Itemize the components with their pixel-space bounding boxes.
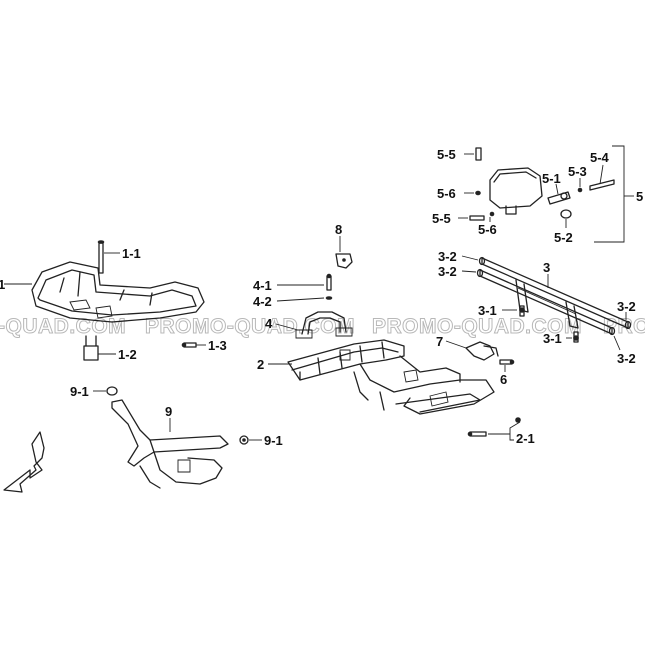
label-3-1-b: 3-1 bbox=[543, 331, 562, 346]
label-5-5-upper: 5-5 bbox=[437, 147, 456, 162]
label-5-5-lower: 5-5 bbox=[432, 211, 451, 226]
label-9: 9 bbox=[165, 404, 172, 419]
label-4-1: 4-1 bbox=[253, 278, 272, 293]
label-6: 6 bbox=[500, 372, 507, 387]
label-3-2-d: 3-2 bbox=[617, 351, 636, 366]
label-1: 1 bbox=[0, 277, 5, 292]
leader-3-2-b bbox=[461, 270, 477, 273]
label-9-1-upper: 9-1 bbox=[70, 384, 89, 399]
label-5: 5 bbox=[636, 189, 643, 204]
bolt-part-6 bbox=[499, 359, 515, 365]
group-bracket-5 bbox=[594, 145, 625, 243]
pin-part-5-4 bbox=[589, 179, 615, 191]
label-9-1-lower: 9-1 bbox=[264, 433, 283, 448]
front-bumper-part-9 bbox=[111, 399, 229, 489]
bolt-part-1-1 bbox=[97, 240, 105, 274]
bracket-part-7 bbox=[465, 341, 499, 361]
label-2: 2 bbox=[257, 357, 264, 372]
handle-part-4 bbox=[295, 311, 353, 339]
label-3-1-a: 3-1 bbox=[478, 303, 497, 318]
front-carrier-part-1 bbox=[31, 261, 205, 323]
bolt-part-3-1-a bbox=[519, 305, 525, 317]
bolt-part-4-1 bbox=[326, 273, 332, 291]
front-direction-arrow-icon bbox=[3, 431, 45, 493]
watermark-left: -QUAD.COM bbox=[0, 315, 126, 338]
hook-part-8 bbox=[335, 253, 353, 269]
bolt-part-2-1 bbox=[467, 417, 521, 437]
label-4: 4 bbox=[265, 316, 273, 331]
backrest-part-5 bbox=[489, 167, 543, 215]
leader-7 bbox=[445, 340, 467, 349]
bolt-part-3-1-b bbox=[573, 331, 579, 343]
washer-part-4-2 bbox=[325, 296, 333, 300]
leader-4 bbox=[275, 323, 299, 331]
leader-3-2-d bbox=[613, 335, 621, 351]
rear-carrier-part-2 bbox=[287, 339, 495, 415]
leader-5-1 bbox=[555, 183, 559, 195]
watermark-right: PROMO-QUAD.COM bbox=[372, 315, 582, 338]
label-7: 7 bbox=[436, 334, 443, 349]
leader-3-2-a bbox=[461, 255, 479, 261]
label-8: 8 bbox=[335, 222, 342, 237]
label-5-4: 5-4 bbox=[590, 150, 610, 165]
spacer-part-5-2 bbox=[560, 209, 572, 219]
label-5-6-upper: 5-6 bbox=[437, 186, 456, 201]
label-5-1: 5-1 bbox=[542, 171, 561, 186]
label-3-2-c: 3-2 bbox=[617, 299, 636, 314]
rear-rails-part-3 bbox=[476, 256, 632, 336]
bolt-part-5-5-lower bbox=[469, 211, 495, 221]
label-3: 3 bbox=[543, 260, 550, 275]
bolt-part-1-3 bbox=[181, 342, 197, 348]
label-5-2: 5-2 bbox=[554, 230, 573, 245]
cap-part-9-1-upper bbox=[106, 386, 118, 396]
label-3-2-a: 3-2 bbox=[438, 249, 457, 264]
label-1-3: 1-3 bbox=[208, 338, 227, 353]
leader-2-1 bbox=[488, 421, 521, 441]
bracket-part-1-2 bbox=[83, 335, 99, 361]
label-3-2-b: 3-2 bbox=[438, 264, 457, 279]
cap-part-9-1-lower bbox=[239, 435, 249, 445]
label-5-6-lower: 5-6 bbox=[478, 222, 497, 237]
washer-part-5-3 bbox=[577, 187, 583, 193]
label-4-2: 4-2 bbox=[253, 294, 272, 309]
label-1-2: 1-2 bbox=[118, 347, 137, 362]
bolt-part-5-5-upper bbox=[475, 147, 482, 161]
leader-4-2 bbox=[276, 297, 325, 302]
mount-part-5-1 bbox=[547, 191, 571, 205]
label-5-3: 5-3 bbox=[568, 164, 587, 179]
label-2-1: 2-1 bbox=[516, 431, 535, 446]
label-1-1: 1-1 bbox=[122, 246, 141, 261]
leader-5-4 bbox=[599, 164, 604, 185]
washer-part-5-6-upper bbox=[475, 190, 481, 196]
